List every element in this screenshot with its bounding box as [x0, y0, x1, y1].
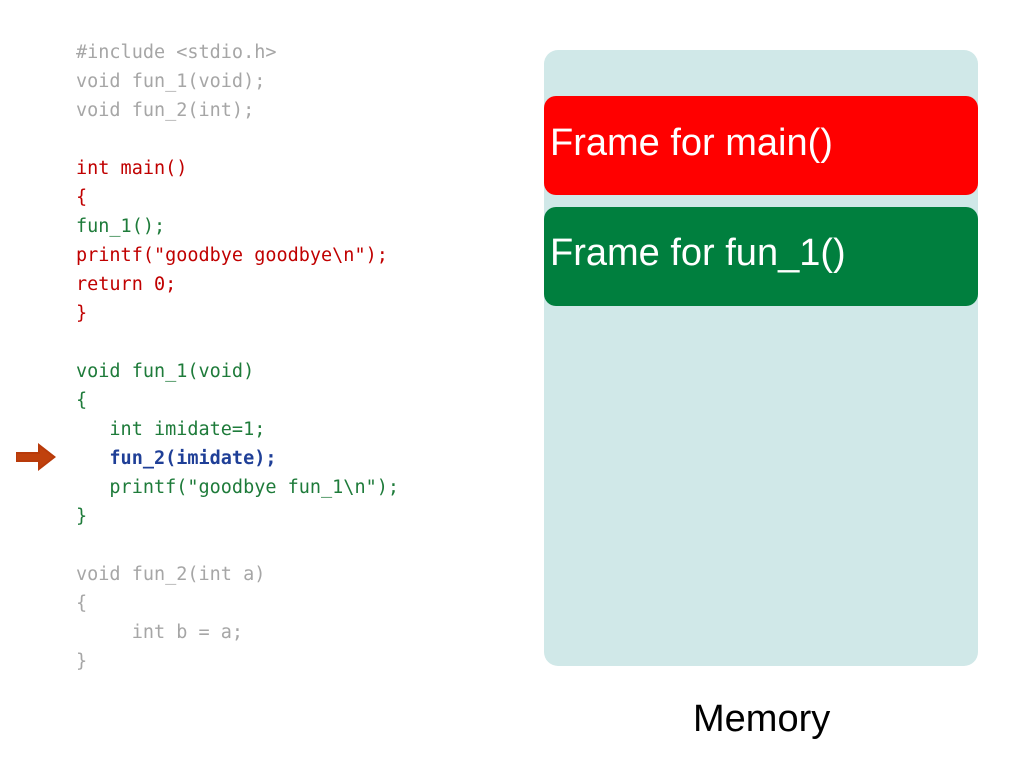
arrow-right-icon [16, 443, 56, 471]
stack-frame-fun-1-label: Frame for fun_1() [550, 232, 846, 274]
stack-frame-fun-1: Frame for fun_1() [544, 207, 978, 306]
code-line-1: #include <stdio.h> [76, 42, 277, 63]
code-line-17: } [76, 506, 88, 527]
code-line-4 [76, 125, 399, 154]
code-line-21: int b = a; [76, 622, 244, 643]
stack-frame-main: Frame for main() [544, 96, 978, 195]
code-line-15-current: fun_2(imidate); [76, 448, 277, 469]
code-line-9: return 0; [76, 274, 177, 295]
code-line-5: int main() [76, 158, 188, 179]
code-line-19: void fun_2(int a) [76, 564, 266, 585]
code-line-7: fun_1(); [76, 216, 166, 237]
code-line-11 [76, 328, 399, 357]
code-line-12: void fun_1(void) [76, 361, 255, 382]
code-line-18 [76, 531, 399, 560]
code-line-3: void fun_2(int); [76, 100, 255, 121]
code-line-6: { [76, 187, 88, 208]
code-line-16: printf("goodbye fun_1\n"); [76, 477, 400, 498]
code-line-20: { [76, 593, 88, 614]
code-line-2: void fun_1(void); [76, 71, 266, 92]
stack-frame-main-label: Frame for main() [550, 122, 833, 164]
code-line-13: { [76, 390, 88, 411]
code-line-10: } [76, 303, 88, 324]
memory-label: Memory [693, 698, 831, 740]
code-line-14: int imidate=1; [76, 419, 266, 440]
code-line-8: printf("goodbye goodbye\n"); [76, 245, 388, 266]
code-listing: #include <stdio.h> void fun_1(void);void … [76, 38, 399, 676]
code-line-22: } [76, 651, 88, 672]
